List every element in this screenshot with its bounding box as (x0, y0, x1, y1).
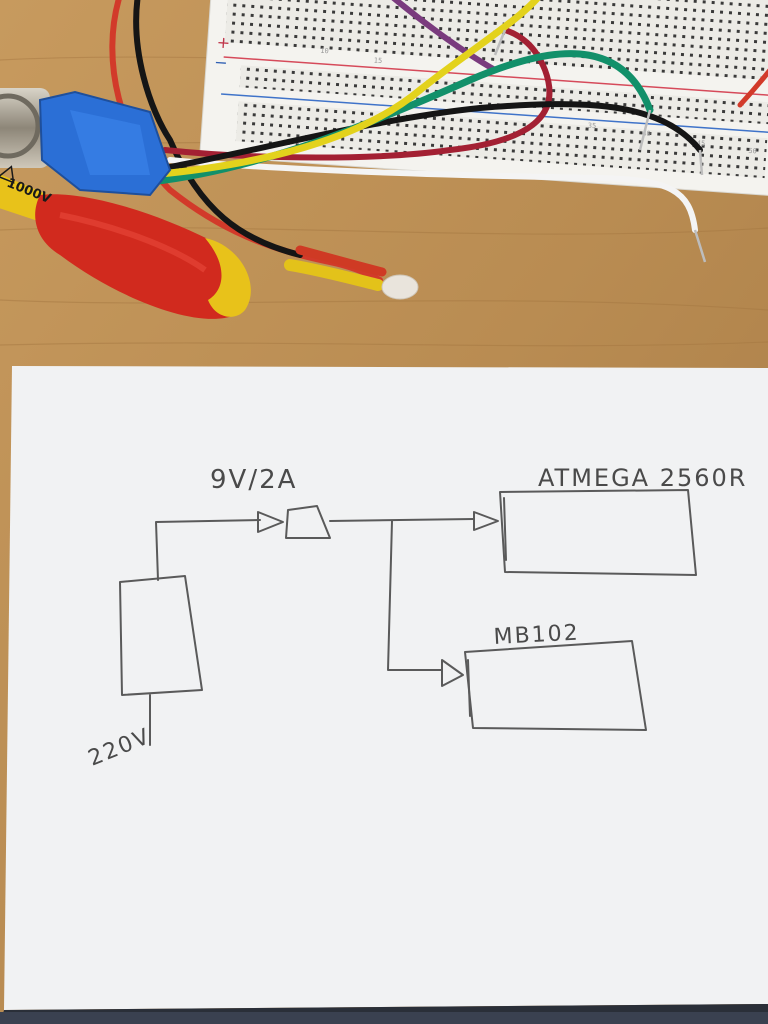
supply-box (285, 505, 331, 539)
led-bulb (381, 274, 419, 300)
bb-number-10: 10 (320, 47, 329, 56)
wire-branch (387, 520, 443, 671)
wire-supply-out (329, 518, 475, 522)
led-assembly (284, 245, 419, 300)
schematic (119, 489, 697, 746)
wire-purple (391, 0, 498, 73)
bb-number-35: 35 (587, 122, 596, 131)
wire-yellow (146, 0, 541, 179)
supply-label: 9V/2A (210, 465, 297, 495)
rail-minus-symbol: − (214, 52, 229, 72)
screwdriver-end-cap (205, 238, 251, 317)
metal-jack (0, 88, 50, 168)
bb-number-15: 15 (374, 57, 383, 66)
bb-number-50: 50 (748, 147, 757, 156)
wire-black-left (133, 0, 303, 258)
bb-number-40: 40 (642, 129, 651, 138)
wire-white (167, 157, 698, 233)
rail-red-line (223, 56, 768, 97)
warning-triangle-icon (0, 165, 15, 184)
rail-plus-symbol: + (216, 33, 231, 53)
screwdriver-handle (35, 194, 249, 319)
wire-black (162, 101, 703, 171)
heatshrink-red (295, 245, 387, 277)
screwdriver: 1000V (0, 165, 251, 319)
wire-bundle (109, 0, 768, 283)
rail-blue-line (221, 93, 768, 134)
bb-number-45: 45 (697, 139, 706, 148)
panel-connector (0, 88, 172, 197)
arrow-supply-in (257, 511, 284, 533)
module-label: MB102 (493, 621, 580, 650)
mcu-box (499, 489, 697, 576)
arrow-mcu-in (473, 511, 499, 531)
wire-to-supply (155, 519, 261, 581)
jack-ring (0, 93, 41, 159)
heatshrink-yellow (284, 259, 384, 291)
wire-pins (493, 29, 707, 263)
paper-sheet (4, 366, 768, 1010)
mains-block (119, 575, 203, 696)
mcu-label: ATMEGA 2560R (538, 464, 747, 492)
arrow-module-in (441, 659, 464, 687)
